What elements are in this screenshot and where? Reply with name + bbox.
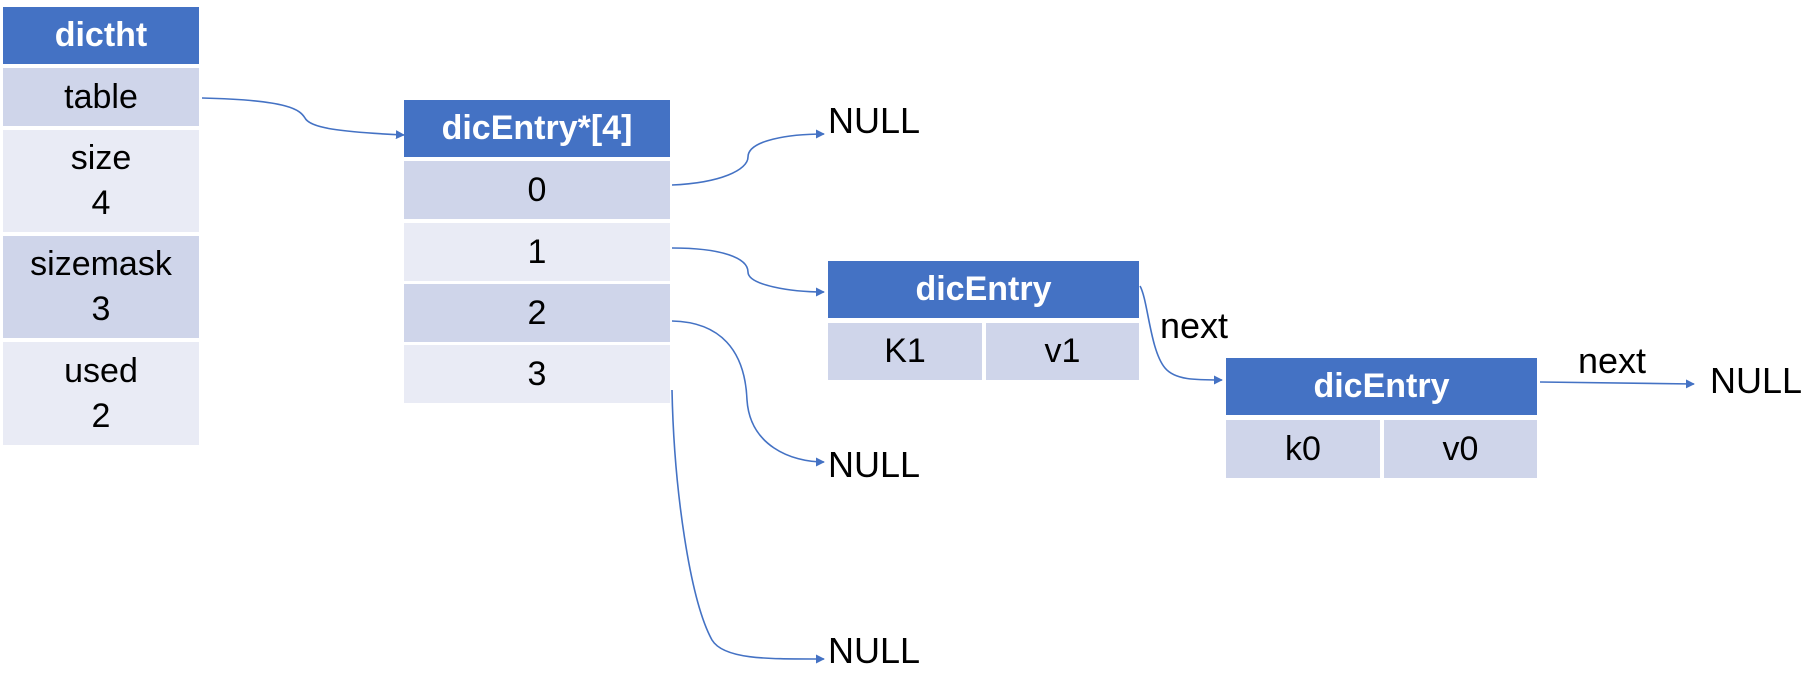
table-slot-2: 2 [404, 284, 670, 342]
null-label-slot-0: NULL [828, 100, 921, 141]
arrow-table-to-array [201, 97, 405, 140]
next-label-entry-1: next [1160, 305, 1229, 346]
arrow-entry-0-next [1539, 379, 1695, 389]
sizemask-value: 3 [91, 290, 111, 328]
null-label-slot-3: NULL [828, 630, 921, 671]
entry-1-key: K1 [828, 323, 982, 380]
dictht-field-table: table [3, 68, 199, 126]
arrow-slot-2-to-null [671, 320, 825, 467]
sizemask-label: sizemask [30, 245, 172, 283]
next-label-entry-0: next [1578, 340, 1647, 381]
table-slot-1: 1 [404, 223, 670, 281]
entry-1-title: dicEntry [828, 261, 1139, 318]
size-label: size [70, 139, 132, 177]
dictht-field-size: size 4 [3, 130, 199, 232]
entry-0-title: dicEntry [1226, 358, 1537, 415]
table-slot-3: 3 [404, 345, 670, 403]
arrow-slot-1-to-entry-1 [671, 247, 825, 297]
entry-0-value: v0 [1384, 420, 1537, 478]
dictht-title: dictht [3, 7, 199, 64]
entry-1-value: v1 [986, 323, 1139, 380]
null-label-slot-2: NULL [828, 444, 921, 485]
table-array-title: dicEntry*[4] [404, 100, 670, 157]
used-label: used [64, 351, 138, 390]
entry-0-key: k0 [1226, 420, 1380, 478]
arrow-slot-3-to-null [671, 389, 825, 664]
size-value: 4 [91, 184, 111, 222]
arrow-slot-0-to-null [671, 129, 825, 186]
dictht-field-sizemask: sizemask 3 [3, 236, 199, 338]
arrow-entry-1-next [1139, 285, 1223, 385]
dictht-field-used: used 2 [3, 342, 199, 445]
used-value: 2 [91, 396, 111, 435]
table-slot-0: 0 [404, 161, 670, 219]
null-label-chain-end: NULL [1710, 360, 1803, 401]
